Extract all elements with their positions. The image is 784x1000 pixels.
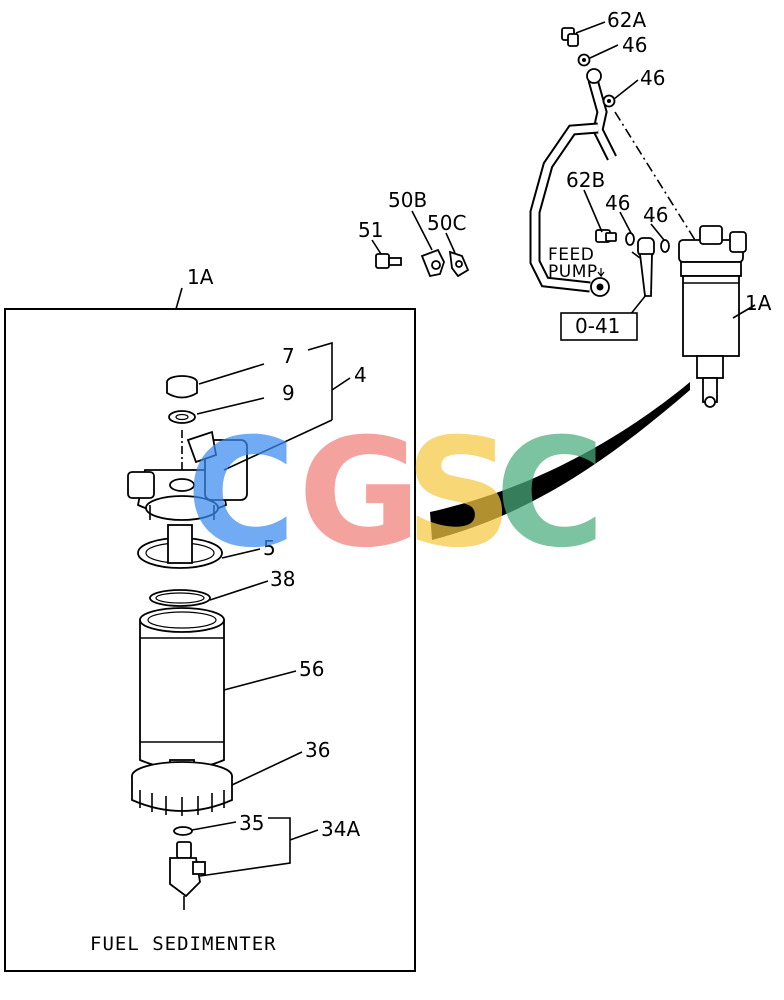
- label-51: 51: [358, 218, 383, 242]
- label-46-right: 46: [643, 203, 668, 227]
- small-fuel-sedimenter: [678, 225, 747, 408]
- label-1a-right: 1A: [745, 291, 772, 315]
- watermark-letter-3: S: [405, 407, 513, 581]
- fuel-sedimenter-detail-box: 1A: [4, 265, 416, 972]
- label-46-left: 46: [605, 191, 630, 215]
- label-46-upper: 46: [640, 66, 665, 90]
- label-7: 7: [282, 344, 295, 368]
- label-62a: 62A: [607, 8, 646, 32]
- filter-head-4: [127, 430, 248, 521]
- label-62b: 62B: [566, 168, 605, 192]
- banjo-fitting: [637, 237, 655, 297]
- reference-box: 0-41: [560, 294, 647, 341]
- retaining-ring-36: [131, 761, 233, 816]
- feed-pump-label-line2: PUMP: [548, 262, 598, 282]
- label-56: 56: [299, 657, 324, 681]
- filter-element-56: [139, 607, 225, 785]
- watermark-logo: C G S C: [186, 407, 605, 581]
- label-35: 35: [239, 811, 264, 835]
- plug-7: [166, 375, 198, 399]
- o-ring-35: [173, 826, 193, 836]
- watermark-letter-1: C: [186, 407, 296, 581]
- drain-plug-34a: [169, 841, 206, 910]
- box-caption: FUEL SEDIMENTER: [90, 933, 277, 955]
- bracket-50c: [448, 250, 470, 278]
- bolt-51: [375, 253, 402, 269]
- bolt-62a: [561, 27, 579, 47]
- label-9: 9: [282, 381, 295, 405]
- location-arrow: [430, 382, 690, 540]
- label-1a-box: 1A: [187, 265, 214, 289]
- fuel-line-assembly: [529, 27, 696, 297]
- bracket-50b: [420, 248, 445, 278]
- label-4: 4: [354, 363, 367, 387]
- label-46-top: 46: [622, 33, 647, 57]
- watermark-letter-2: G: [298, 407, 421, 581]
- label-5: 5: [263, 536, 276, 560]
- feed-pump-label-line1: FEED: [548, 245, 594, 265]
- bolt-62b: [595, 229, 617, 243]
- label-38: 38: [270, 567, 295, 591]
- reference-label: 0-41: [575, 314, 620, 338]
- label-50c: 50C: [427, 211, 466, 235]
- label-36: 36: [305, 738, 330, 762]
- label-34a: 34A: [321, 817, 360, 841]
- label-50b: 50B: [388, 188, 427, 212]
- watermark-letter-4: C: [495, 407, 605, 581]
